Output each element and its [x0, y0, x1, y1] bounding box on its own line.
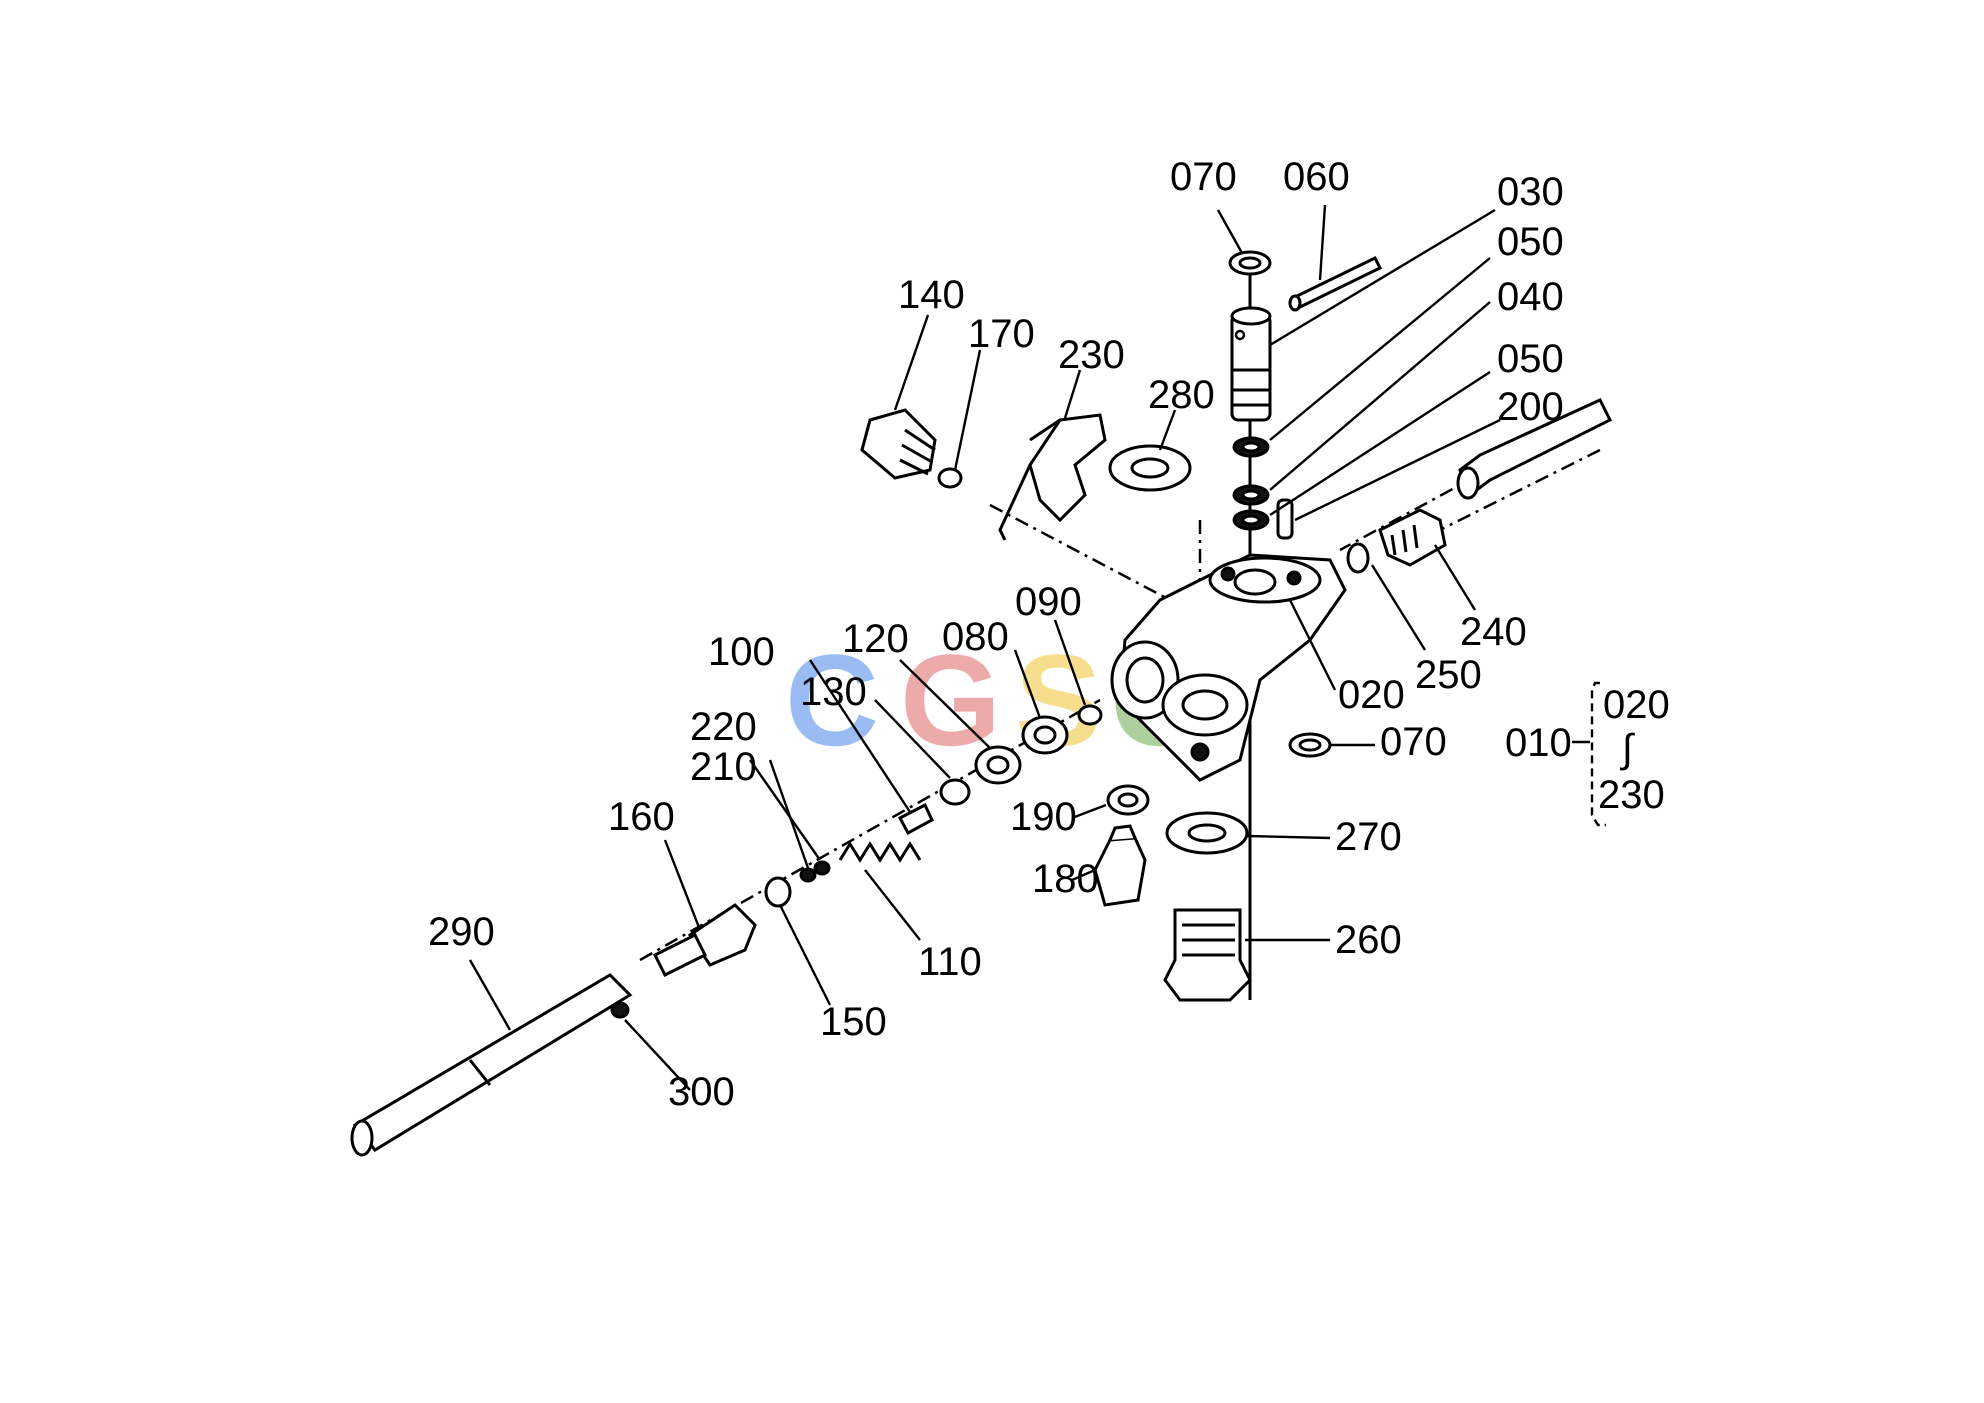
callout-030: 030	[1497, 170, 1564, 214]
callout-250: 250	[1415, 653, 1482, 697]
callout-240: 240	[1460, 610, 1527, 654]
callout-170: 170	[968, 312, 1035, 356]
assembly-legend: 010 020 ∫ 230	[1505, 681, 1670, 827]
bottom-parts	[1093, 732, 1332, 1002]
legend-assembly-number: 010	[1505, 721, 1572, 765]
callout-080: 080	[942, 615, 1009, 659]
callout-070-bottom: 070	[1380, 720, 1447, 764]
callout-160: 160	[608, 795, 675, 839]
callout-140: 140	[898, 273, 965, 317]
callout-060: 060	[1283, 155, 1350, 199]
callout-260: 260	[1335, 918, 1402, 962]
callout-070-top: 070	[1170, 155, 1237, 199]
callout-050-a: 050	[1497, 220, 1564, 264]
callout-040: 040	[1497, 275, 1564, 319]
callout-labels: 070 060 030 050 040 050 200 140 170 230 …	[428, 155, 1564, 1114]
callout-100: 100	[708, 630, 775, 674]
left-lower-parts	[350, 704, 1103, 1157]
callout-190: 190	[1010, 795, 1077, 839]
legend-range-separator: ∫	[1620, 727, 1636, 771]
legend-range-from: 020	[1603, 683, 1670, 727]
legend-range-to: 230	[1598, 773, 1665, 817]
callout-050-b: 050	[1497, 337, 1564, 381]
callout-020: 020	[1338, 673, 1405, 717]
callout-300: 300	[668, 1070, 735, 1114]
callout-270: 270	[1335, 815, 1402, 859]
watermark-letter-2: G	[900, 627, 1001, 773]
left-upper-parts	[860, 408, 1192, 541]
top-stack	[1228, 250, 1383, 540]
callout-290: 290	[428, 910, 495, 954]
callout-280: 280	[1148, 373, 1215, 417]
watermark-letter-3: S	[1015, 627, 1102, 773]
callout-110: 110	[918, 940, 982, 984]
leader-lines	[468, 204, 1501, 1091]
callout-200: 200	[1497, 385, 1564, 429]
callout-230: 230	[1058, 333, 1125, 377]
callout-220: 220	[690, 705, 757, 749]
callout-210: 210	[690, 745, 757, 789]
callout-180: 180	[1032, 857, 1099, 901]
callout-090: 090	[1015, 580, 1082, 624]
right-parts	[1346, 398, 1613, 574]
callout-130: 130	[800, 670, 867, 714]
valve-body-020	[1110, 553, 1347, 782]
callout-120: 120	[842, 617, 909, 661]
watermark-letter-1: C	[785, 627, 879, 773]
callout-150: 150	[820, 1000, 887, 1044]
